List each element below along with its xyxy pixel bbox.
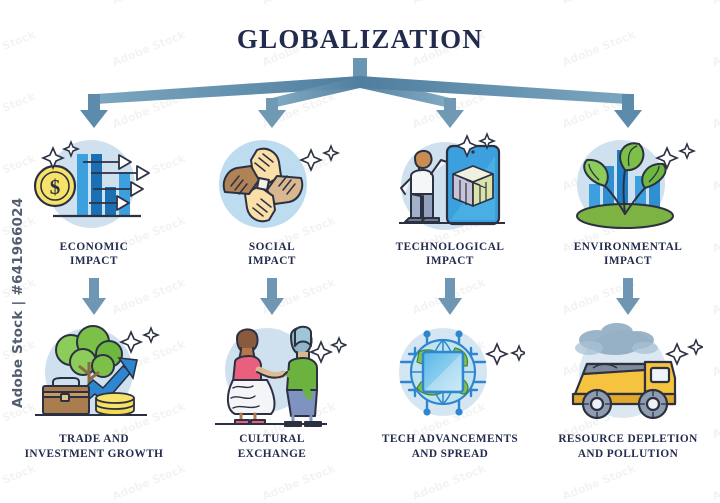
- watermark-tile: Adobe Stock: [410, 0, 487, 7]
- resource-depletion-pollution-icon: [540, 318, 716, 430]
- social-impact-icon: [184, 132, 360, 236]
- node-label-technological: TECHNOLOGICAL IMPACT: [395, 241, 505, 268]
- node-label-cultural: CULTURAL EXCHANGE: [237, 433, 307, 460]
- watermark-tile: Adobe Stock: [260, 0, 337, 7]
- node-environmental-impact[interactable]: ENVIRONMENTAL IMPACT: [540, 132, 716, 269]
- down-arrow: [260, 278, 284, 315]
- watermark-tile: Adobe Stock: [0, 0, 37, 7]
- watermark-tile: Adobe Stock: [110, 462, 187, 503]
- node-label-resource: RESOURCE DEPLETION AND POLLUTION: [558, 433, 698, 460]
- watermark-tile: Adobe Stock: [110, 276, 187, 317]
- node-economic-impact[interactable]: $ ECONOMIC IMPACT: [6, 132, 182, 269]
- down-arrow: [438, 278, 462, 315]
- watermark-tile: Adobe Stock: [260, 462, 337, 503]
- svg-text:$: $: [50, 175, 61, 199]
- branching-bracket-connector: [80, 58, 642, 128]
- economic-impact-icon: $: [6, 132, 182, 236]
- technological-impact-icon: [362, 132, 538, 236]
- watermark-tile: Adobe Stock: [710, 276, 720, 317]
- node-label-economic: ECONOMIC IMPACT: [59, 241, 129, 268]
- watermark-tile: Adobe Stock: [410, 462, 487, 503]
- node-label-social: SOCIAL IMPACT: [248, 241, 296, 268]
- trade-investment-growth-icon: [6, 318, 182, 430]
- node-tech-advancements-spread[interactable]: TECH ADVANCEMENTS AND SPREAD: [362, 318, 538, 461]
- node-technological-impact[interactable]: TECHNOLOGICAL IMPACT: [362, 132, 538, 269]
- watermark-credit: Adobe Stock | #641966024: [10, 197, 26, 408]
- watermark-tile: Adobe Stock: [0, 462, 37, 503]
- watermark-tile: Adobe Stock: [560, 462, 637, 503]
- down-arrow: [82, 278, 106, 315]
- page-title: GLOBALIZATION: [236, 24, 484, 54]
- watermark-tile: Adobe Stock: [710, 462, 720, 503]
- cultural-exchange-icon: [184, 318, 360, 430]
- environmental-impact-icon: [540, 132, 716, 236]
- watermark-tile: Adobe Stock: [710, 0, 720, 7]
- watermark-tile: Adobe Stock: [560, 0, 637, 7]
- node-label-tech-spread: TECH ADVANCEMENTS AND SPREAD: [381, 433, 519, 460]
- node-cultural-exchange[interactable]: CULTURAL EXCHANGE: [184, 318, 360, 461]
- node-label-trade: TRADE AND INVESTMENT GROWTH: [24, 433, 164, 460]
- watermark-tile: Adobe Stock: [110, 0, 187, 7]
- node-social-impact[interactable]: SOCIAL IMPACT: [184, 132, 360, 269]
- node-trade-investment-growth[interactable]: TRADE AND INVESTMENT GROWTH: [6, 318, 182, 461]
- node-resource-depletion-pollution[interactable]: RESOURCE DEPLETION AND POLLUTION: [540, 318, 716, 461]
- down-arrow: [616, 278, 640, 315]
- tech-advancements-spread-icon: [362, 318, 538, 430]
- node-label-environmental: ENVIRONMENTAL IMPACT: [573, 241, 683, 268]
